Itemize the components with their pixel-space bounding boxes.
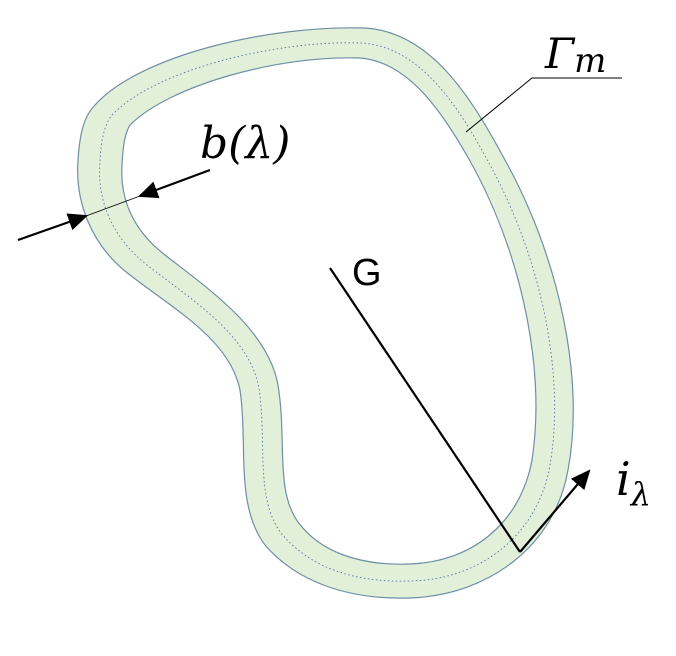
wall-inner-contour (121, 57, 537, 565)
thickness-arrow-outer (17, 213, 89, 242)
thickness-arrow-inner (137, 168, 211, 199)
centroid-label: G (352, 252, 382, 294)
midline-label-sub: m (574, 41, 606, 81)
direction-label-sub: λ (629, 475, 651, 513)
midline-label: Γm (544, 29, 606, 81)
midline-label-name: Γ (544, 29, 576, 78)
centroid-radius-line (329, 267, 521, 553)
direction-vector-arrow (519, 469, 591, 553)
thickness-label: b(λ) (200, 118, 290, 169)
midline-leader-line (465, 77, 622, 133)
direction-label-name: i (616, 452, 631, 506)
thickness-gap-line (85, 195, 141, 217)
midline-gamma-m (99, 42, 556, 582)
direction-label: iλ (616, 452, 651, 513)
